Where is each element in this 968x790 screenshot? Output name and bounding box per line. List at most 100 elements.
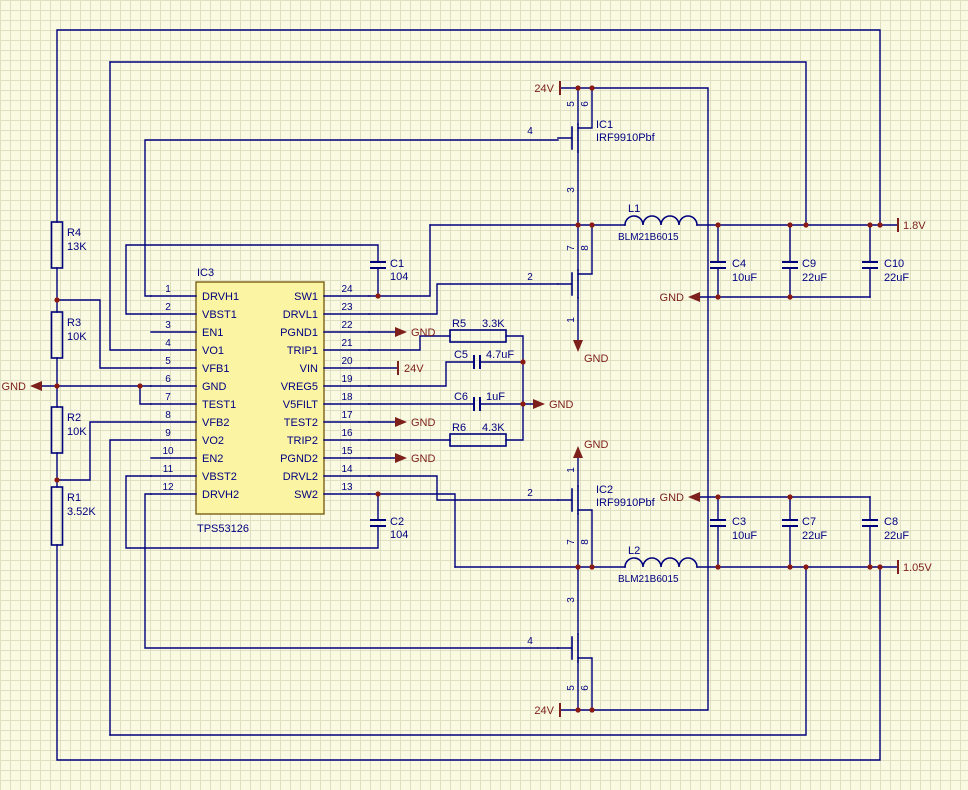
c10-ref: C10 — [884, 258, 904, 270]
mosfet-ic1-high-side-ch1[interactable]: IC1 IRF9910Pbf 5 6 4 3 — [527, 101, 655, 193]
inductor-l1[interactable]: L1 BLM21B6015 — [618, 203, 698, 243]
power-port-24v-vin[interactable]: 24V — [397, 361, 424, 375]
resistor-r5[interactable]: R5 3.3K — [449, 318, 507, 343]
resistor-r2[interactable]: R2 10K — [50, 406, 88, 454]
inductor-l2[interactable]: L2 BLM21B6015 — [618, 545, 698, 585]
ic3-pin-name: VO2 — [202, 435, 224, 447]
fet4-pin-5: 5 — [566, 685, 577, 691]
r2-body[interactable] — [50, 406, 64, 454]
r6-body[interactable] — [449, 433, 507, 447]
power-port-1v8[interactable]: 1.8V — [897, 218, 926, 232]
ic3-pin-name: VFB1 — [202, 363, 230, 375]
capacitor-c8[interactable]: C8 22uF — [862, 516, 909, 542]
capacitor-c7[interactable]: C7 22uF — [782, 516, 827, 542]
gnd-caps-ch2-label: GND — [660, 492, 685, 504]
resistor-r3[interactable]: R3 10K — [50, 311, 88, 359]
resistor-r1[interactable]: R1 3.52K — [50, 486, 97, 546]
ic3-pin-name: PGND2 — [280, 453, 318, 465]
junction-dot — [589, 85, 595, 91]
resistor-r4[interactable]: R4 13K — [50, 221, 88, 269]
gnd-c6-label: GND — [549, 399, 574, 411]
gnd-port-fet-ch2[interactable]: GND — [573, 439, 609, 458]
l2-coil — [624, 557, 698, 568]
c5-plates — [473, 355, 481, 369]
junction-dot — [589, 222, 595, 228]
ic3-pin-name: TRIP2 — [287, 435, 318, 447]
c2-value: 104 — [390, 529, 408, 541]
junction-dot — [575, 222, 581, 228]
24v-vin-label: 24V — [404, 363, 424, 375]
capacitor-c1[interactable]: C1 104 — [370, 258, 408, 283]
l1-coil — [624, 215, 698, 226]
gnd-port-caps-ch1[interactable]: GND — [660, 292, 700, 304]
capacitor-c4[interactable]: C4 10uF — [710, 258, 757, 284]
fet4-pin-3: 3 — [566, 597, 577, 603]
ic2-pin-1: 1 — [566, 467, 577, 473]
c1-plates — [370, 261, 386, 269]
r5-value: 3.3K — [482, 318, 505, 330]
resistor-r6[interactable]: R6 4.3K — [449, 422, 507, 447]
capacitor-c3[interactable]: C3 10uF — [710, 516, 757, 542]
ic2-part: IRF9910Pbf — [596, 497, 656, 509]
ic3-pin-num: 7 — [165, 392, 171, 403]
gnd-left-label: GND — [2, 381, 27, 393]
ic-tps53126[interactable]: IC3 TPS53126 1 2 3 4 5 6 7 8 9 10 11 12 … — [150, 267, 370, 535]
ic3-pin-num: 24 — [341, 284, 353, 295]
mosfet-low-side-ch2[interactable]: 3 4 5 6 — [527, 597, 591, 691]
capacitor-c10[interactable]: C10 22uF — [862, 258, 909, 284]
ic3-body[interactable] — [195, 281, 325, 515]
junction-dot — [877, 564, 883, 570]
gnd-port-left[interactable]: GND — [2, 381, 42, 393]
ic3-pin-name: DRVL2 — [283, 471, 318, 483]
ic3-pin-num: 10 — [162, 446, 174, 457]
wire-output-caps — [717, 224, 871, 568]
ic3-pin-num: 4 — [165, 338, 171, 349]
c3-ref: C3 — [732, 516, 746, 528]
junction-dot — [137, 383, 143, 389]
gnd-port-fet-ch1[interactable]: GND — [573, 340, 609, 365]
ic1-pin-4: 4 — [527, 126, 533, 137]
gnd-port-c6[interactable]: GND — [533, 399, 574, 411]
r1-body[interactable] — [50, 486, 64, 546]
ic2-pin-2: 2 — [527, 488, 533, 499]
r3-value: 10K — [67, 331, 87, 343]
ic3-pin-num: 22 — [341, 320, 353, 331]
gnd-port-caps-ch2[interactable]: GND — [660, 492, 700, 504]
power-port-24v-bottom[interactable]: 24V — [534, 703, 561, 717]
gnd-port-pgnd1[interactable]: GND — [395, 327, 436, 339]
r5-body[interactable] — [449, 329, 507, 343]
r6-value: 4.3K — [482, 422, 505, 434]
junction-dot — [589, 564, 595, 570]
ic1-pin-6: 6 — [580, 101, 591, 107]
mosfet-low-side-ch1[interactable]: 7 8 2 1 — [527, 245, 591, 323]
capacitor-c2[interactable]: C2 104 — [370, 516, 408, 541]
wire-left-connections — [41, 61, 559, 736]
capacitor-c6[interactable]: C6 1uF — [454, 391, 505, 411]
gnd-caps-ch1-arrow-icon — [688, 292, 700, 302]
c6-plates — [473, 397, 481, 411]
ic3-pin-name: DRVH1 — [202, 291, 239, 303]
capacitor-c9[interactable]: C9 22uF — [782, 258, 827, 284]
c2-ref: C2 — [390, 516, 404, 528]
junction-dot — [867, 564, 873, 570]
power-port-24v-top[interactable]: 24V — [534, 81, 561, 95]
r3-body[interactable] — [50, 311, 64, 359]
c4-value: 10uF — [732, 272, 757, 284]
r4-body[interactable] — [50, 221, 64, 269]
c3-value: 10uF — [732, 530, 757, 542]
ic3-pin-num: 6 — [165, 374, 171, 385]
ic2-symbol — [557, 485, 579, 515]
ic3-right-pin-stubs — [323, 295, 370, 495]
gnd-port-test2[interactable]: GND — [395, 417, 436, 429]
ic3-part: TPS53126 — [197, 523, 249, 535]
power-port-1v05[interactable]: 1.05V — [897, 560, 932, 574]
gnd-fet-ch1-arrow-icon — [573, 340, 583, 352]
ic3-pin-name: EN2 — [202, 453, 223, 465]
r3-ref: R3 — [67, 317, 81, 329]
ic3-pin-num: 21 — [341, 338, 353, 349]
gnd-port-pgnd2[interactable]: GND — [395, 453, 436, 465]
mosfet-ic2-high-side-ch2[interactable]: IC2 IRF9910Pbf 1 2 7 8 — [527, 467, 655, 545]
capacitor-c5[interactable]: C5 4.7uF — [454, 349, 514, 369]
